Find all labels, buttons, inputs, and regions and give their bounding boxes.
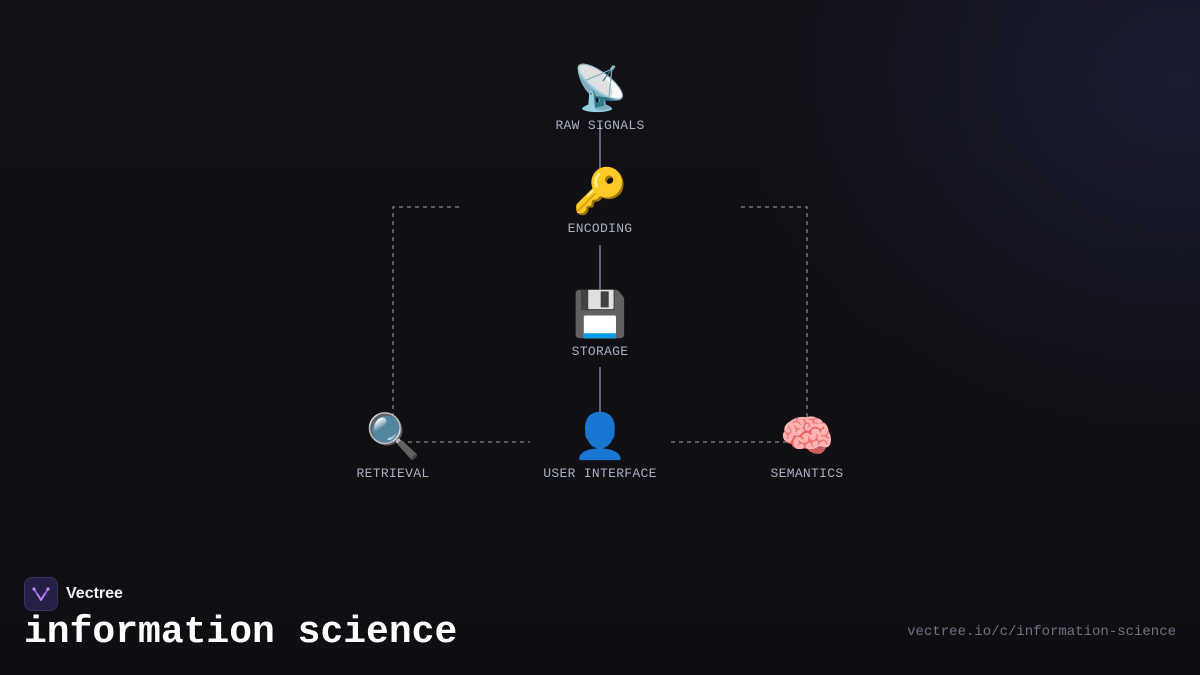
- node-label: RAW SIGNALS: [555, 118, 645, 133]
- vectree-logo-icon: [24, 577, 58, 611]
- brain-icon: 🧠: [779, 411, 835, 462]
- page-url[interactable]: vectree.io/c/information-science: [907, 624, 1176, 640]
- magnifying-glass-icon: 🔍: [365, 411, 421, 462]
- node-label: STORAGE: [571, 344, 629, 359]
- node-retrieval: 🔍 RETRIEVAL: [303, 411, 483, 482]
- brand-name: Vectree: [66, 585, 123, 602]
- node-encoding: 🔑 ENCODING: [510, 166, 690, 237]
- edge-encoding-semantics: [741, 206, 808, 420]
- user-silhouette-icon: 👤: [572, 411, 628, 462]
- node-raw-signals: 📡 RAW SIGNALS: [510, 63, 690, 134]
- node-label: ENCODING: [567, 221, 633, 236]
- key-icon: 🔑: [572, 166, 628, 217]
- satellite-antenna-icon: 📡: [572, 63, 628, 114]
- node-label: RETRIEVAL: [356, 466, 430, 481]
- page-title: information science: [24, 611, 458, 654]
- edge-encoding-retrieval: [392, 206, 459, 420]
- node-user-interface: 👤 USER INTERFACE: [510, 411, 690, 482]
- node-label: USER INTERFACE: [543, 466, 657, 481]
- node-label: SEMANTICS: [770, 466, 844, 481]
- floppy-disk-icon: 💾: [572, 289, 628, 340]
- node-storage: 💾 STORAGE: [510, 289, 690, 360]
- node-semantics: 🧠 SEMANTICS: [717, 411, 897, 482]
- brand-lockup[interactable]: Vectree: [24, 577, 123, 611]
